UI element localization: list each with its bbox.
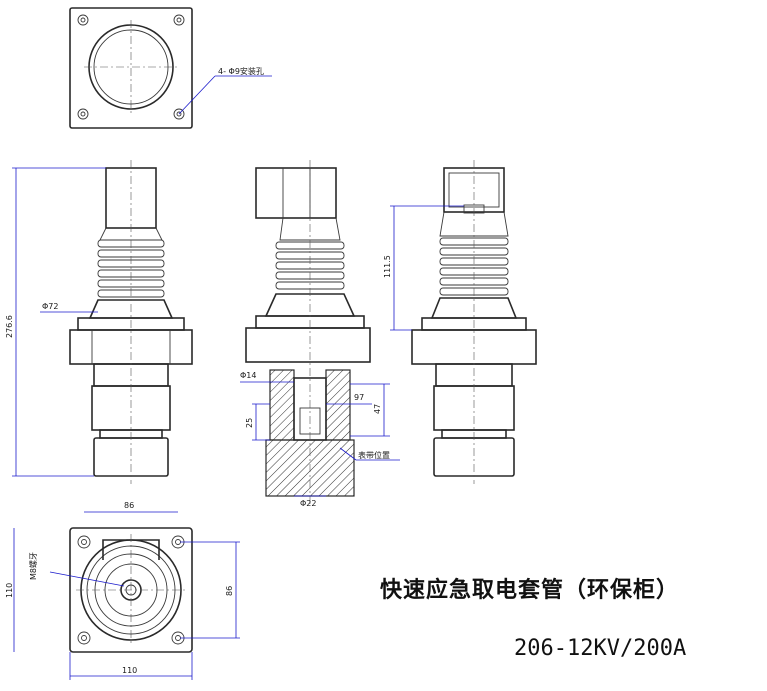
product-model: 206-12KV/200A bbox=[514, 636, 687, 661]
dia14-label: Φ14 bbox=[240, 371, 256, 380]
section-view-middle: Φ14 97 47 25 表带位置 Φ22 bbox=[240, 160, 400, 508]
front-view-right: 111.5 bbox=[383, 160, 537, 484]
mount-holes-label: 4- Φ9安装孔 bbox=[218, 66, 264, 76]
table-position-label: 表带位置 bbox=[358, 450, 390, 460]
height-110-label: 110 bbox=[5, 583, 14, 598]
height-47-label: 47 bbox=[373, 404, 382, 414]
height-25-label: 25 bbox=[245, 418, 254, 428]
height-111-label: 111.5 bbox=[383, 255, 392, 278]
bottom-view: 86 M8螺牙 110 86 110 bbox=[5, 501, 240, 680]
height-86-label: 86 bbox=[225, 586, 234, 596]
product-title: 快速应急取电套管（环保柜） bbox=[380, 577, 680, 603]
width-110-bottom-label: 110 bbox=[122, 666, 137, 675]
dia22-label: Φ22 bbox=[300, 499, 316, 508]
front-view-left: Φ72 276.6 bbox=[5, 160, 193, 484]
m8-thread-label: M8螺牙 bbox=[28, 552, 38, 580]
dia72-label: Φ72 bbox=[42, 302, 58, 311]
width-86-top-label: 86 bbox=[124, 501, 134, 510]
width-97-label: 97 bbox=[354, 393, 364, 402]
top-view-flange: 4- Φ9安装孔 bbox=[69, 7, 272, 129]
height-276-label: 276.6 bbox=[5, 315, 14, 338]
